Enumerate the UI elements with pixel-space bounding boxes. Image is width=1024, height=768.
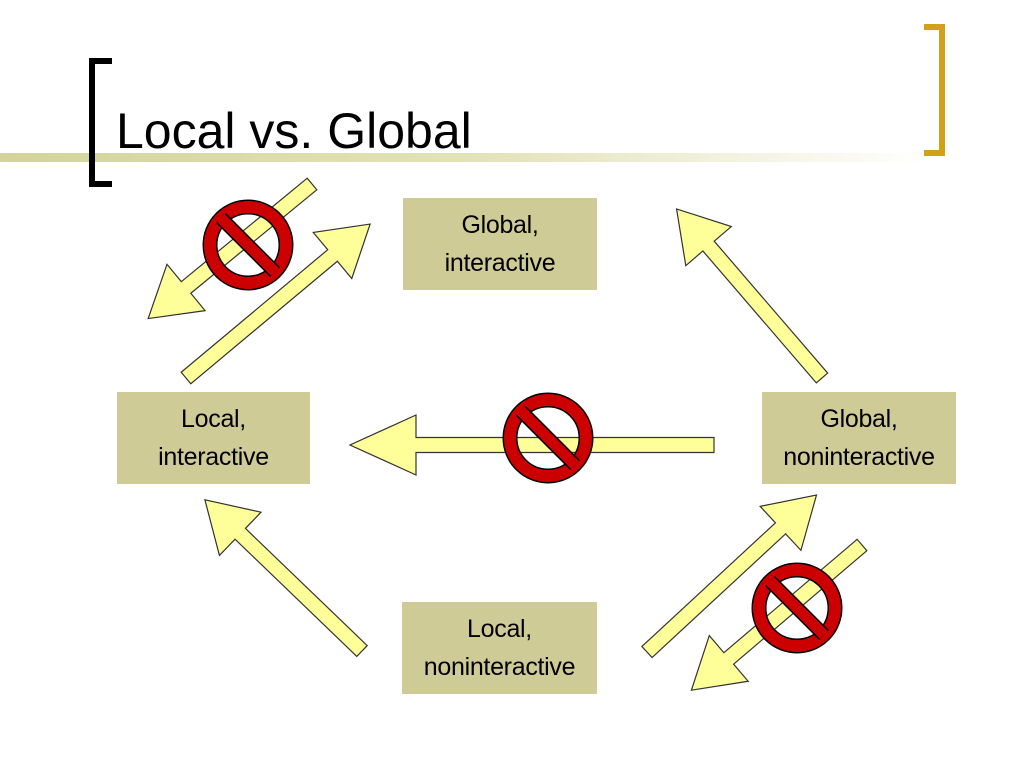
left-bracket: [89, 58, 112, 187]
node-label-line2: interactive: [158, 443, 269, 471]
title-accent-line: [0, 153, 930, 162]
prohibited-icon: [751, 562, 843, 654]
node-label-line2: noninteractive: [423, 653, 576, 681]
arrow-gn-to-li: [348, 414, 715, 476]
arrow-gn-to-gi: [675, 208, 829, 384]
arrow-gi-to-li: [147, 177, 318, 320]
node-label-line1: Global,: [461, 211, 539, 239]
node-local-interactive: Local, interactive: [117, 392, 310, 484]
arrow-ln-to-gn: [641, 494, 818, 659]
arrow-ln-to-li: [204, 499, 369, 658]
prohibited-icon: [202, 199, 294, 291]
arrow-gn-to-ln: [690, 538, 868, 691]
arrow-li-to-gi: [180, 223, 372, 385]
node-label-line2: interactive: [444, 249, 556, 277]
right-bracket: [924, 24, 945, 156]
node-global-interactive: Global, interactive: [403, 198, 597, 290]
node-label-line1: Local,: [467, 615, 532, 643]
node-label-line1: Local,: [181, 405, 246, 433]
node-local-noninteractive: Local, noninteractive: [402, 602, 597, 694]
node-label-line1: Global,: [820, 405, 898, 433]
slide-title: Local vs. Global: [116, 103, 472, 159]
prohibited-icon: [502, 392, 594, 484]
node-label-line2: noninteractive: [783, 443, 935, 471]
node-global-noninteractive: Global, noninteractive: [762, 392, 956, 484]
